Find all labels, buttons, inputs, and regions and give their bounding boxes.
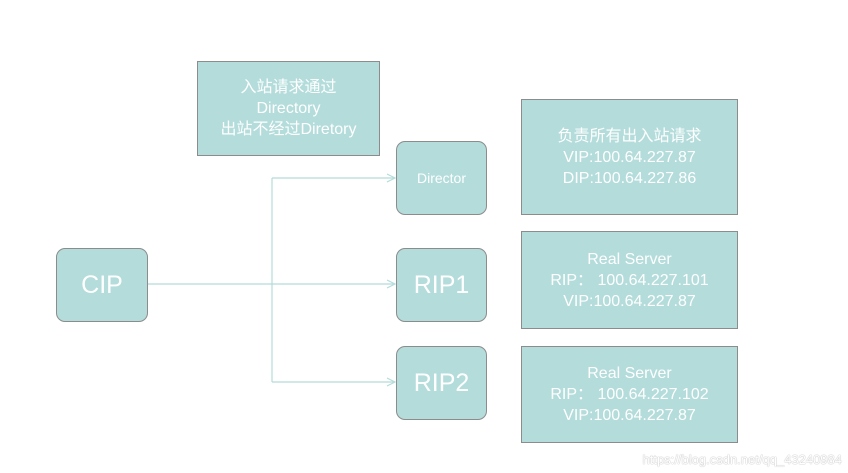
rip2-info-box: Real Server RIP： 100.64.227.102 VIP:100.…	[521, 346, 738, 443]
rip2-info-line-2: RIP： 100.64.227.102	[550, 386, 709, 403]
note-box: 入站请求通过 Directory 出站不经过Diretory	[197, 61, 380, 156]
rip1-info-box: Real Server RIP： 100.64.227.101 VIP:100.…	[521, 231, 738, 329]
director-info-line-1: 负责所有出入站请求	[557, 127, 702, 145]
director-node: Director	[396, 141, 487, 215]
cip-node: CIP	[56, 248, 148, 322]
rip1-label: RIP1	[413, 270, 470, 299]
rip2-label: RIP2	[413, 368, 470, 397]
rip2-node: RIP2	[396, 346, 487, 420]
note-line-1: 入站请求通过	[240, 79, 337, 96]
rip1-info-line-3: VIP:100.64.227.87	[563, 292, 696, 310]
rip2-info-line-3: VIP:100.64.227.87	[563, 407, 696, 424]
note-line-3: 出站不经过Diretory	[220, 121, 357, 138]
rip1-node: RIP1	[396, 248, 487, 322]
director-label: Director	[416, 170, 466, 186]
watermark-url: https://blog.csdn.net/qq_43240984	[642, 452, 843, 467]
note-line-2: Directory	[256, 100, 321, 117]
rip1-info-line-2: RIP： 100.64.227.101	[550, 271, 709, 289]
rip1-info-line-1: Real Server	[587, 250, 672, 268]
director-info-box: 负责所有出入站请求 VIP:100.64.227.87 DIP:100.64.2…	[521, 99, 738, 215]
cip-label: CIP	[81, 270, 123, 299]
director-info-line-3: DIP:100.64.227.86	[562, 169, 697, 187]
director-info-line-2: VIP:100.64.227.87	[563, 148, 696, 166]
rip2-info-line-1: Real Server	[587, 365, 672, 382]
